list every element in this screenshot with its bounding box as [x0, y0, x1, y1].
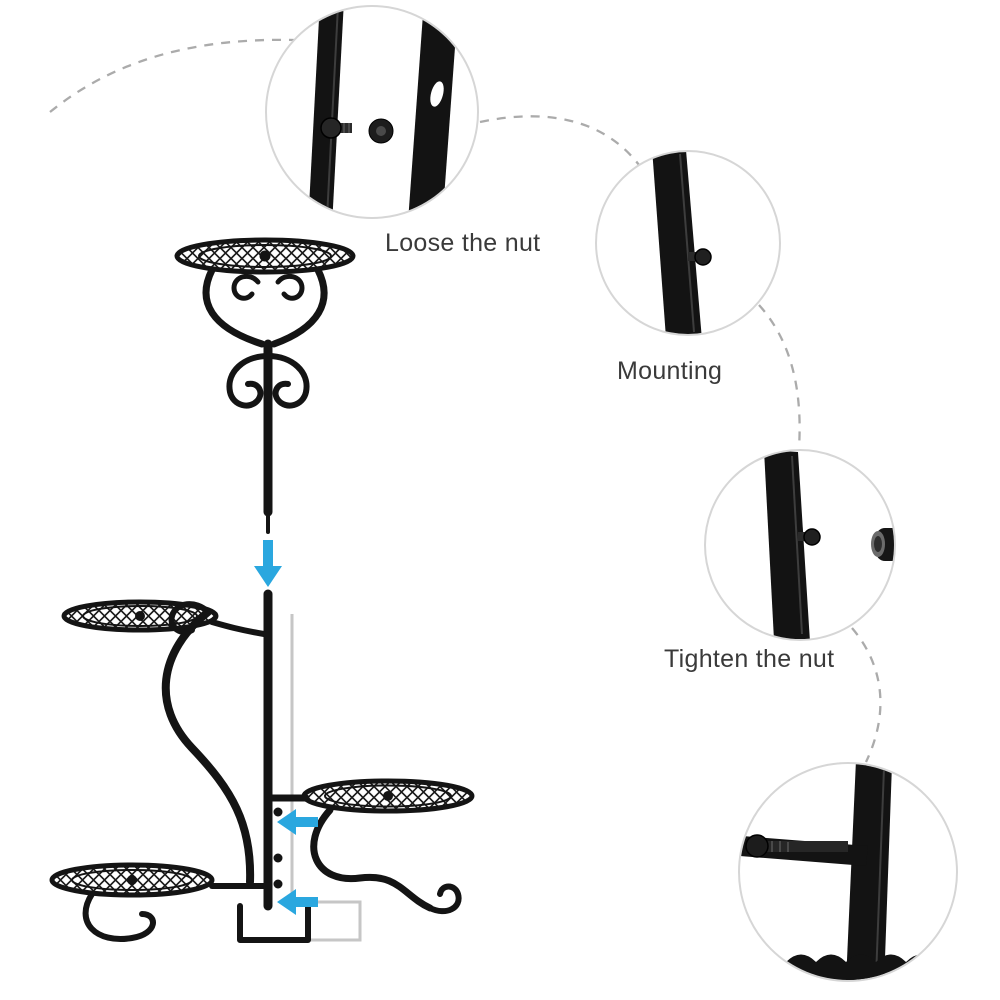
upper-pole-curls [226, 353, 310, 409]
dashed-connector-left [49, 38, 295, 113]
platter-scalloped-edge [750, 954, 956, 980]
middle-left-platter [61, 599, 267, 637]
metal-bar [764, 451, 810, 639]
label-mounting: Mounting [617, 357, 723, 385]
slot-hole [430, 81, 444, 107]
bolt-shaft [688, 252, 700, 261]
screw-head-icon [320, 117, 342, 139]
cap-nut-body [876, 528, 894, 561]
heart-scroll [202, 266, 328, 348]
left-arrow-icon [277, 889, 318, 915]
bolt-head-icon [803, 528, 821, 546]
bottom-left-platter [49, 862, 267, 942]
label-tighten-the-nut: Tighten the nut [664, 645, 835, 673]
dashed-connector-right-lower [851, 627, 882, 763]
label-loose-the-nut: Loose the nut [385, 229, 541, 257]
base-loop [237, 903, 311, 943]
callout-circle-loose-nut [265, 5, 479, 219]
long-bolt-shaft [762, 841, 848, 852]
large-scroll-leg [161, 601, 255, 886]
plant-stand-illustration [49, 237, 475, 943]
top-platter [174, 237, 356, 275]
metal-bar [652, 152, 702, 334]
down-arrow-icon [254, 540, 282, 587]
callout-circle-mounting [595, 150, 781, 336]
right-platter [268, 778, 475, 915]
ghost-frame-lines [290, 614, 362, 942]
metal-bar-vertical [846, 764, 892, 980]
direction-arrows [254, 540, 318, 915]
dashed-connector-right-upper [758, 304, 801, 449]
dashed-connector-lines [49, 38, 882, 763]
metal-bar-right [408, 7, 458, 217]
callout-circle-tighten-nut [704, 449, 896, 641]
left-arrow-icon [277, 809, 318, 835]
dashed-connector-top [479, 115, 645, 173]
pole-bolts [273, 807, 283, 889]
long-bolt-head-icon [745, 834, 769, 858]
callout-circle-frame-joint [738, 762, 958, 982]
bolt-head-icon [694, 248, 712, 266]
